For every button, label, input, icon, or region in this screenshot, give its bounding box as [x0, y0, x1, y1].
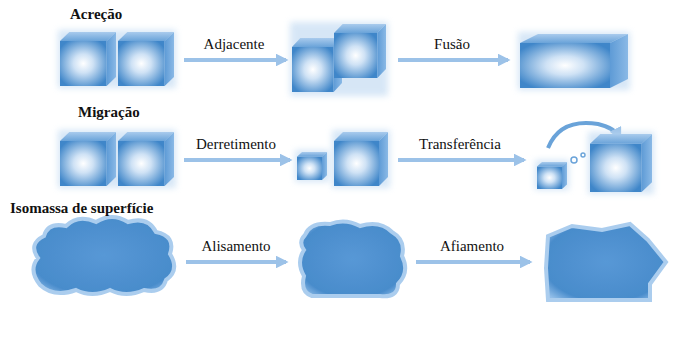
- row-heading: Migração: [78, 104, 140, 121]
- accretion-row: [58, 22, 630, 96]
- arrow-label: Alisamento: [201, 238, 270, 255]
- arrow-label: Derretimento: [196, 136, 276, 153]
- migration-row: [58, 123, 654, 194]
- row-heading: Isomassa de superfície: [10, 200, 153, 217]
- row-heading: Acreção: [70, 6, 122, 23]
- arrow-label: Fusão: [434, 36, 470, 53]
- arrow-label: Afiamento: [440, 238, 504, 255]
- arrow-label: Transferência: [419, 136, 501, 153]
- arrow-label: Adjacente: [204, 36, 265, 53]
- surface-isomass-row: [33, 217, 666, 300]
